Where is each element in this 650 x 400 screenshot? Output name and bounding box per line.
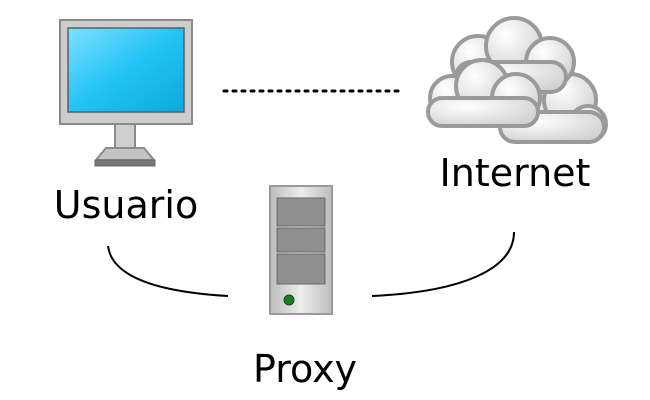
power-led-icon <box>283 294 295 306</box>
server-tower-icon <box>269 185 333 315</box>
internet-label: Internet <box>440 151 591 195</box>
internet-proxy-link <box>371 231 515 297</box>
monitor-icon <box>59 19 193 167</box>
user-label: Usuario <box>54 183 198 227</box>
user-proxy-link <box>107 245 229 297</box>
proxy-label: Proxy <box>253 347 357 391</box>
cloud-icon <box>426 16 608 144</box>
